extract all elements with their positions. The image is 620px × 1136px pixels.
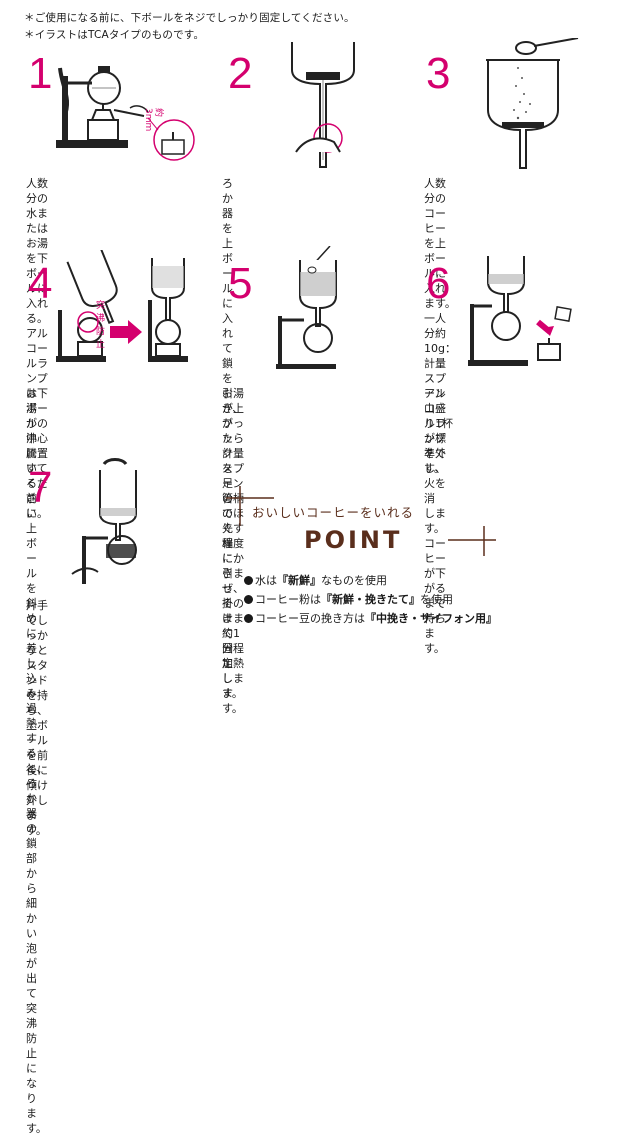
step-number: 2 [228, 49, 253, 98]
step-6-illustration [468, 256, 572, 366]
tip-item: 水は『新鮮』なものを使用 [244, 572, 387, 588]
tip-item: コーヒー粉は『新鮮・挽きたて』を使用 [244, 591, 453, 607]
step-2-illustration [291, 42, 355, 168]
step-description: 片手でしっかりとスタンドを持 ち、上ボールを前後に傾け外し ます。 [26, 599, 48, 837]
tip-emphasis: 『新鮮・挽きたて』 [321, 593, 420, 606]
step-1-illustration [56, 66, 195, 161]
step-number: 6 [426, 259, 451, 308]
tip-prefix: コーヒー粉は [255, 593, 321, 606]
bullet-icon [244, 576, 253, 585]
step-description: 人数分のコーヒーを上ボールに 入れます。一人分約10g：計量 スプーン山盛り1杯… [424, 177, 456, 475]
tip-item: コーヒー豆の挽き方は『中挽き・サイフォン用』 [244, 610, 497, 626]
step-description: アルコールランプを外し、火を消 します。コーヒーが下がるまで 待ちます。 [424, 387, 446, 655]
step-number: 4 [28, 259, 53, 308]
tip-prefix: 水は [255, 574, 277, 587]
step-4-illustration [56, 250, 188, 362]
step-3-illustration [486, 38, 579, 169]
step-7-illustration [71, 458, 137, 584]
step-description: 人数分の水またはお湯を下ボー ルに入れる。アルコールランプ は下ボールの中心に置… [26, 177, 48, 520]
tip-suffix: を使用 [420, 593, 453, 606]
step-number: 3 [426, 49, 451, 98]
tip-emphasis: 『中挽き・サイフォン用』 [365, 612, 497, 625]
tip-suffix: なものを使用 [321, 574, 387, 587]
usage-note: ＊ご使用になる前に、下ボールをネジでしっかり固定してください。 [24, 12, 355, 24]
point-subtitle: おいしいコーヒーをいれる [252, 505, 415, 520]
bullet-icon [244, 614, 253, 623]
tip-prefix: コーヒー豆の挽き方は [255, 612, 365, 625]
point-title: POINT [304, 526, 403, 554]
step-number: 7 [28, 463, 53, 512]
tip-emphasis: 『新鮮』 [277, 574, 321, 587]
bump-prevention-label: 突沸防止 [96, 301, 106, 350]
flame-height-label: 約3mm [143, 108, 163, 132]
illustration-note: ＊イラストはTCAタイプのものです。 [24, 29, 205, 41]
point-frame [226, 486, 496, 556]
step-number: 5 [228, 259, 253, 308]
step-number: 1 [28, 49, 53, 98]
step-5-illustration [276, 246, 337, 369]
bullet-icon [244, 595, 253, 604]
